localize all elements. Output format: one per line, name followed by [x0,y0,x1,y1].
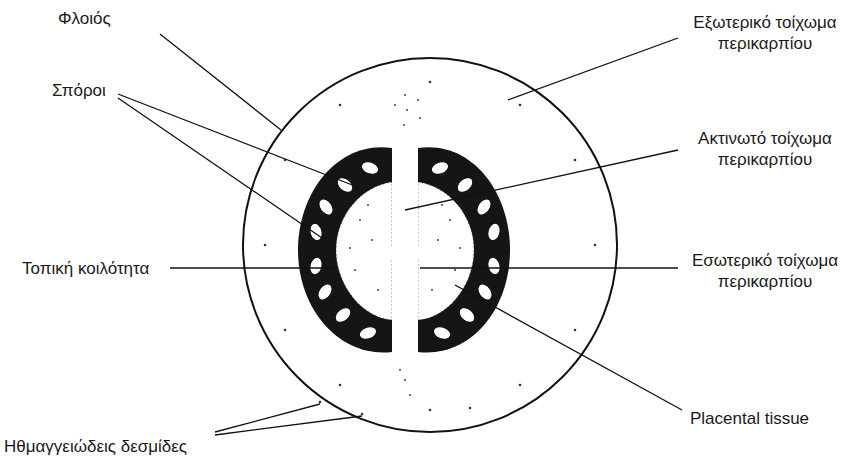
seeds [308,159,502,341]
vascular-bundles [264,81,597,416]
radial-wall [360,246,450,258]
part-label: Εξωτερικό τοίχωμα περικαρπίου [684,12,846,54]
leader-lines [118,34,682,435]
part-label: Ακτινωτό τοίχωμα περικαρπίου [684,128,846,170]
part-label: Σπόροι [52,80,106,101]
fruit-outline [243,58,617,432]
part-label: Εσωτερικό τοίχωμα περικαρπίου [684,250,846,292]
part-label: Ηθμαγγειώδεις δεσμίδες [4,436,187,457]
part-label: Τοπική κοιλότητα [22,258,149,279]
part-label: Placental tissue [690,408,809,429]
part-label: Φλοιός [58,8,111,29]
stipple [349,94,461,396]
